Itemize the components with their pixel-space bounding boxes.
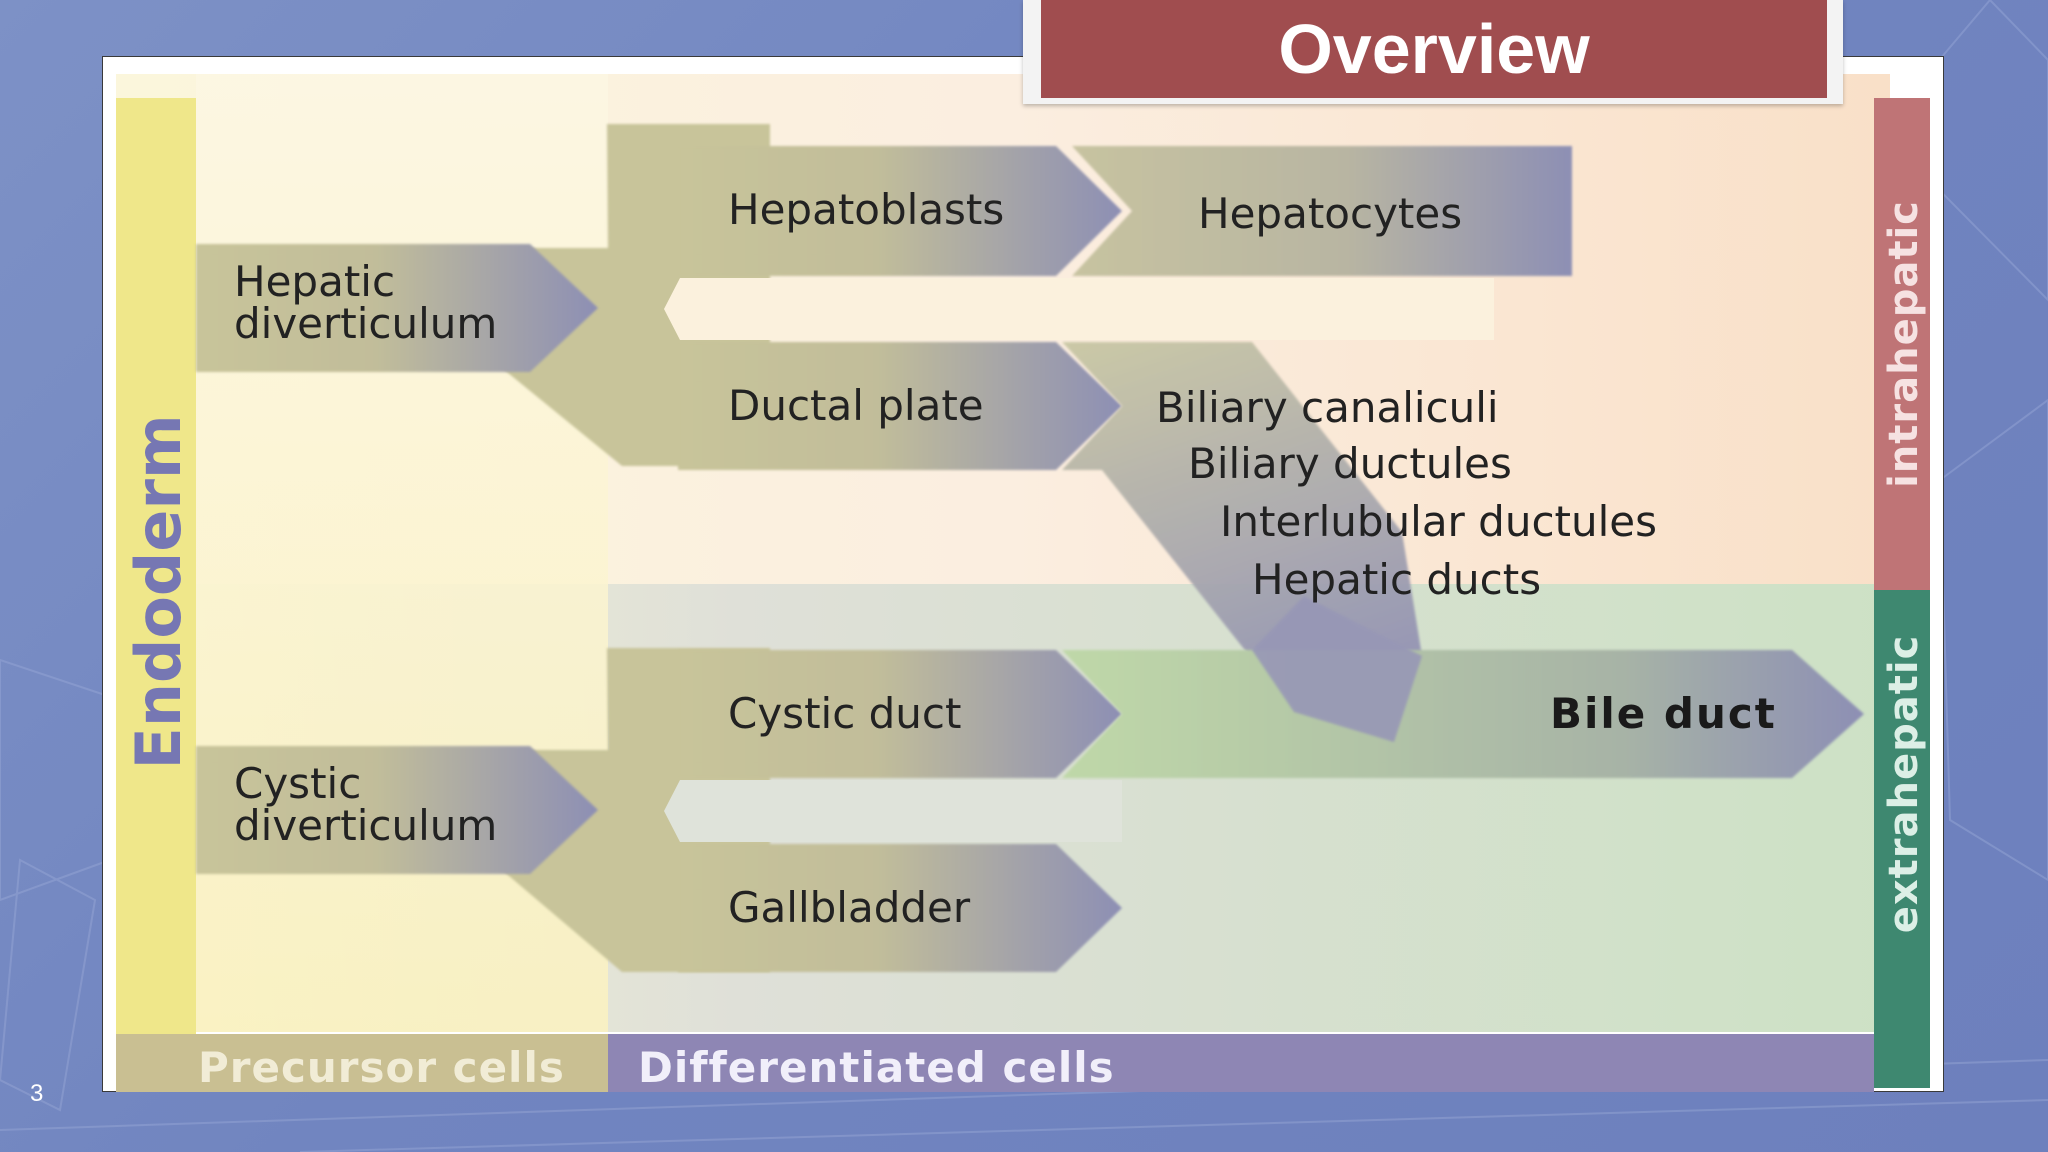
cystic-diverticulum-label-1: Cystic [234,759,361,808]
cystic-notch [664,780,1122,842]
liver-development-diagram: Endoderm intrahepatic extrahepatic Precu… [116,74,1930,1092]
biliary-ductules-label: Biliary ductules [1188,439,1512,488]
biliary-canaliculi-label: Biliary canaliculi [1156,383,1499,432]
intrahepatic-label: intrahepatic [1881,200,1927,488]
hepatic-diverticulum-arrow [196,244,598,372]
cystic-duct-label: Cystic duct [728,689,961,738]
endoderm-label: Endoderm [122,414,195,769]
extrahepatic-label: extrahepatic [1881,635,1927,934]
hepatic-ducts-label: Hepatic ducts [1252,555,1541,604]
footer-differentiated-band [608,1034,1874,1092]
footer-precursor-band [116,1034,608,1092]
hepatoblasts-arrow [678,146,1122,276]
biliary-tip [1252,596,1422,742]
bile-duct-label: Bile duct [1550,689,1777,738]
footer-differentiated-label: Differentiated cells [638,1043,1115,1092]
ductal-plate-arrow [678,342,1122,470]
ductal-plate-label: Ductal plate [728,381,984,430]
cystic-diverticulum-label-2: diverticulum [234,801,497,850]
slide-number: 3 [30,1080,44,1107]
bile-duct-arrow [1062,650,1864,778]
hepatocytes-arrow [1072,146,1572,276]
cystic-diverticulum-arrow [196,746,598,874]
gallbladder-label: Gallbladder [728,883,971,932]
slide-title: Overview [1041,0,1827,98]
interlobular-ductules-label: Interlubular ductules [1220,497,1657,546]
intrahepatic-band [1874,98,1930,590]
extrahepatic-band [1874,590,1930,1088]
branch-notch [664,278,1494,340]
endoderm-band [116,98,196,1034]
hepatic-diverticulum-label-2: diverticulum [234,299,497,348]
hepatic-diverticulum-label-1: Hepatic [234,257,395,306]
hepatocytes-label: Hepatocytes [1198,189,1462,238]
cystic-duct-arrow [678,650,1122,778]
gallbladder-arrow [678,844,1122,972]
hepatoblasts-label: Hepatoblasts [728,185,1004,234]
footer-precursor-label: Precursor cells [198,1043,565,1092]
